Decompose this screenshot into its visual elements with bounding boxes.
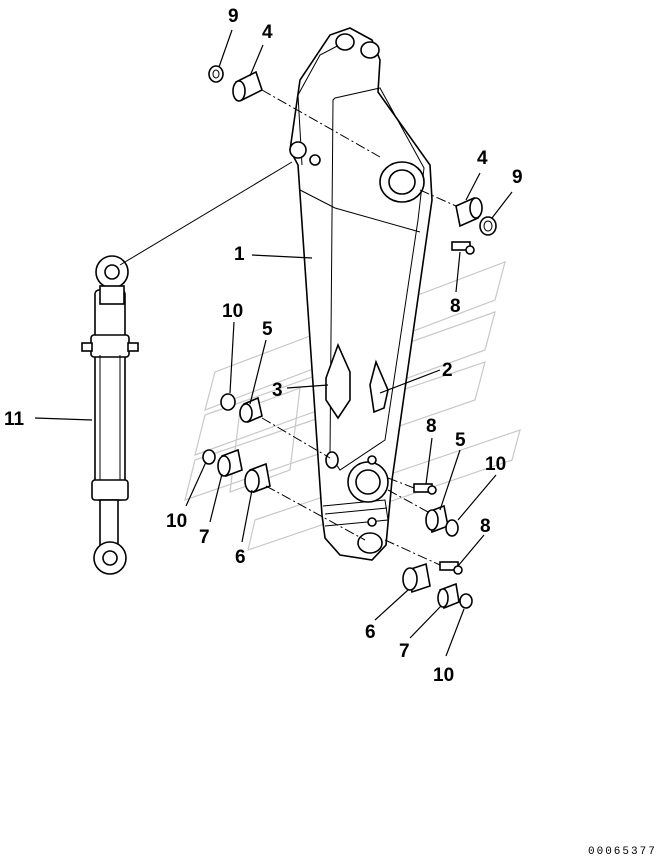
callout-10-right: 10 (485, 454, 506, 475)
bushing-part-7-left (217, 448, 243, 478)
washer-part-10-left-lower (202, 449, 216, 465)
grease-fitting-part-8-upper (451, 241, 475, 255)
boom-arm (289, 27, 433, 561)
callout-9-right: 9 (512, 167, 523, 188)
drawing-code: 00065377 (588, 846, 657, 858)
callout-10-left-lower: 10 (166, 511, 187, 532)
bushing-part-6-bottom (402, 562, 431, 594)
callout-2: 2 (442, 360, 453, 381)
callout-8-upper: 8 (450, 296, 461, 317)
washer-part-10-bottom (459, 593, 473, 609)
callout-7-left: 7 (199, 527, 210, 548)
callout-10-left-upper: 10 (222, 301, 243, 322)
callout-4-top: 4 (262, 22, 273, 43)
plate-part-3 (325, 342, 351, 420)
callout-5-right: 5 (455, 430, 466, 451)
grease-fitting-part-8-lower (439, 561, 463, 575)
callout-7-bottom: 7 (399, 641, 410, 662)
washer-part-9-top (208, 65, 224, 83)
bushing-part-5-right (425, 504, 449, 534)
grease-fitting-part-8-mid (413, 483, 437, 495)
callout-6-left: 6 (235, 547, 246, 568)
washer-part-10-right (445, 519, 459, 537)
washer-part-10-left-upper (220, 393, 236, 411)
callout-8-lower: 8 (480, 516, 491, 537)
bushing-part-7-bottom (437, 582, 460, 610)
washer-part-9-right (479, 216, 497, 236)
pin-part-4-right (455, 196, 483, 228)
callout-6-bottom: 6 (365, 622, 376, 643)
callout-4-right: 4 (477, 148, 488, 169)
callout-10-bottom: 10 (433, 665, 454, 686)
callout-5-left: 5 (262, 319, 273, 340)
callout-8-mid: 8 (426, 416, 437, 437)
bushing-part-5-left (239, 396, 263, 424)
bushing-part-6-left (244, 462, 271, 494)
callout-3: 3 (272, 380, 283, 401)
leader-lines (34, 29, 513, 657)
callout-1: 1 (234, 244, 245, 265)
callout-11: 11 (4, 409, 25, 430)
pin-part-4-top (232, 70, 263, 102)
plate-part-2 (369, 359, 389, 414)
hydraulic-cylinder (81, 255, 139, 575)
callout-9-top: 9 (228, 6, 239, 27)
